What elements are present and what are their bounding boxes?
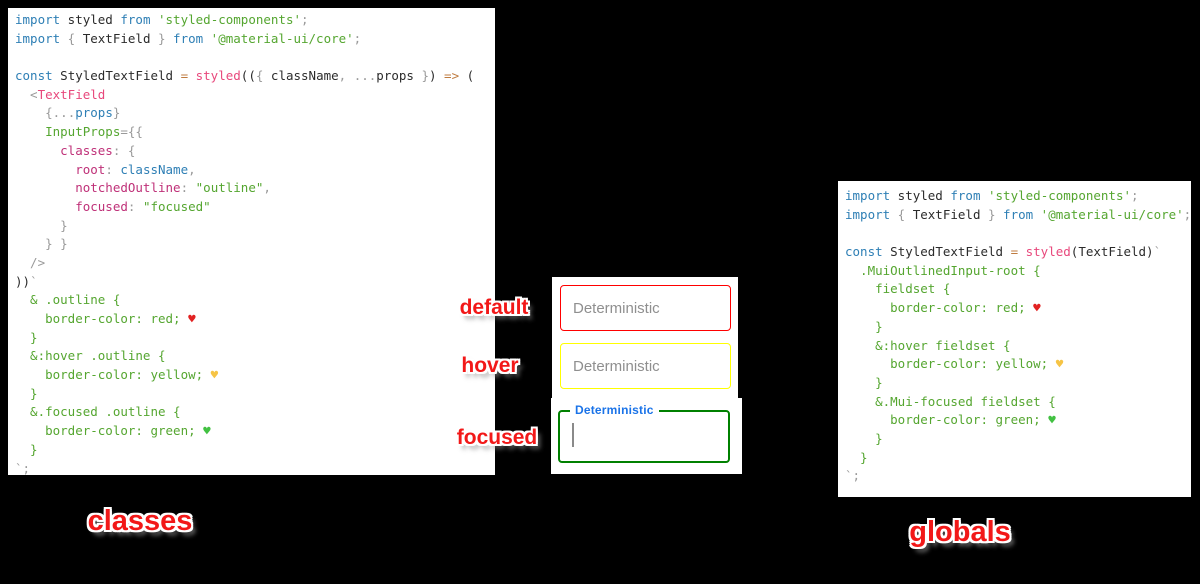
- code-line: root: className,: [15, 161, 196, 177]
- code-line: border-color: red; ♥: [845, 300, 1041, 316]
- code-line: import { TextField } from '@material-ui/…: [15, 30, 362, 46]
- text-cursor: [572, 423, 574, 447]
- label-default: default: [459, 296, 529, 319]
- demo-card-bottom: Deterministic: [551, 398, 742, 474]
- textfield-default[interactable]: Deterministic: [560, 285, 731, 331]
- code-line: notchedOutline: "outline",: [15, 180, 271, 196]
- code-line: border-color: yellow; ♥: [845, 356, 1064, 372]
- textfield-focused-label: Deterministic: [570, 403, 659, 418]
- code-line: `;: [845, 468, 861, 484]
- code-line: <TextField: [15, 86, 106, 102]
- caption-classes: classes: [87, 505, 193, 537]
- textfield-default-placeholder: Deterministic: [573, 299, 660, 317]
- code-line: const StyledTextField = styled(TextField…: [845, 244, 1162, 260]
- code-line: }: [845, 318, 883, 334]
- code-line: border-color: red; ♥: [15, 311, 196, 326]
- code-line: {...props}: [15, 105, 121, 121]
- code-line: `;: [15, 460, 31, 476]
- textfield-hover[interactable]: Deterministic: [560, 343, 731, 389]
- code-line: &:hover .outline {: [15, 348, 166, 364]
- code-line: border-color: green; ♥: [15, 423, 211, 439]
- caption-globals: globals: [909, 516, 1011, 548]
- code-line: &.Mui-focused fieldset {: [845, 393, 1056, 409]
- code-line: import styled from 'styled-components';: [845, 188, 1139, 203]
- code-line: }: [845, 374, 883, 390]
- code-line: }: [15, 217, 68, 233]
- code-line: }: [845, 430, 883, 446]
- code-line: }: [15, 385, 38, 401]
- code-line: focused: "focused": [15, 198, 211, 214]
- code-line: import styled from 'styled-components';: [15, 12, 309, 27]
- code-line: />: [15, 254, 46, 270]
- code-line: import { TextField } from '@material-ui/…: [845, 206, 1192, 222]
- code-line: [15, 48, 495, 67]
- code-line: const StyledTextField = styled(({ classN…: [15, 68, 475, 84]
- code-line: classes: {: [15, 142, 136, 158]
- code-line: .MuiOutlinedInput-root {: [845, 262, 1041, 278]
- label-hover: hover: [461, 354, 519, 377]
- code-line: & .outline {: [15, 292, 121, 308]
- label-focused: focused: [456, 426, 538, 449]
- left-code-block: import styled from 'styled-components'; i…: [8, 8, 495, 476]
- demo-card-top: Deterministic Deterministic: [552, 277, 738, 398]
- code-line: }: [15, 441, 38, 457]
- code-line: [845, 224, 1191, 243]
- code-line: border-color: yellow; ♥: [15, 367, 219, 383]
- code-line: }: [845, 449, 868, 465]
- code-line: } }: [15, 236, 68, 252]
- code-line: InputProps={{: [15, 124, 143, 140]
- right-code-block: import styled from 'styled-components'; i…: [838, 181, 1191, 497]
- code-line: ))`: [15, 273, 38, 289]
- code-line: &:hover fieldset {: [845, 337, 1011, 353]
- code-line: fieldset {: [845, 281, 951, 297]
- code-line: border-color: green; ♥: [845, 412, 1056, 428]
- textfield-hover-placeholder: Deterministic: [573, 357, 660, 375]
- code-line: }: [15, 329, 38, 345]
- textfield-focused[interactable]: Deterministic: [558, 403, 730, 463]
- code-line: &.focused .outline {: [15, 404, 181, 420]
